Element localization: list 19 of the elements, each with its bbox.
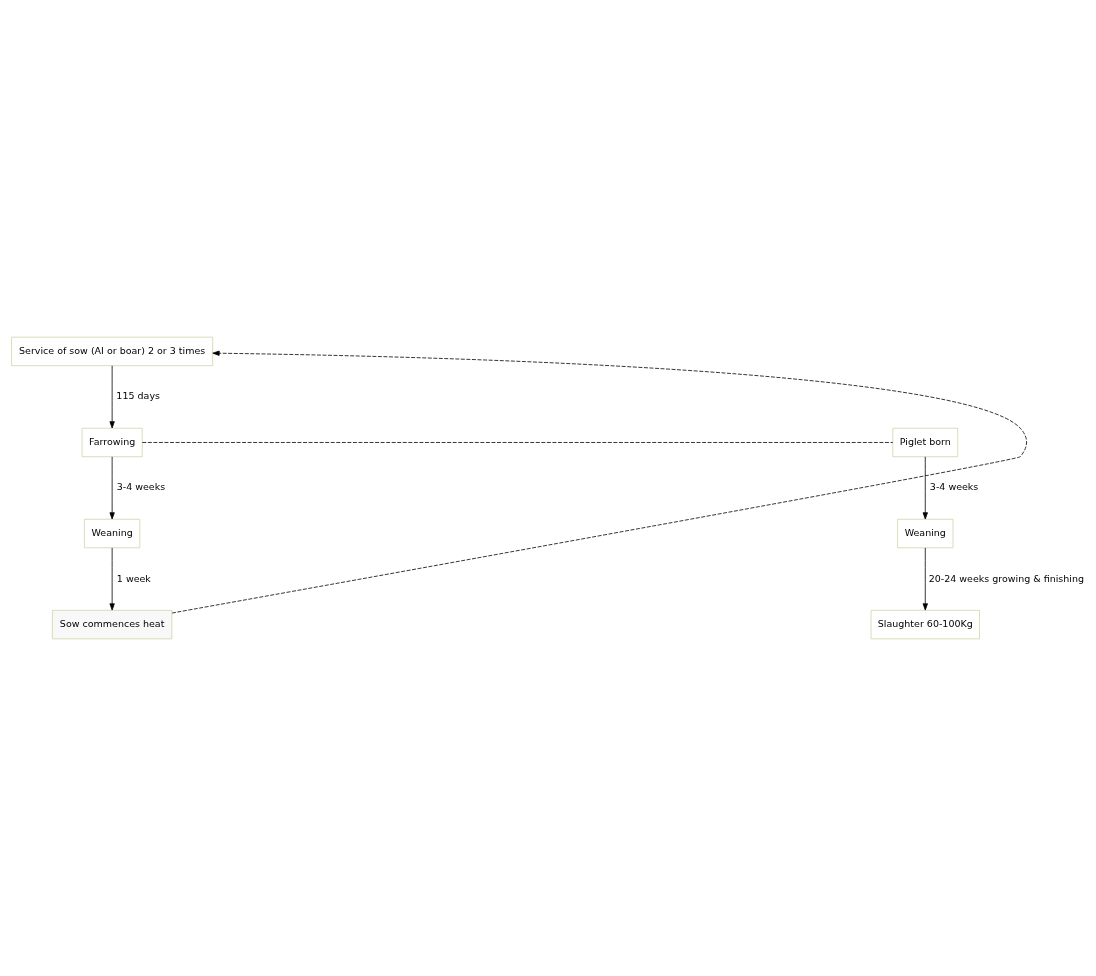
arrow	[171, 350, 1027, 614]
edge-label: 3-4 weeks	[116, 481, 166, 493]
node-box: Sow commences heat	[51, 609, 173, 640]
node-box: Service of sow (AI or boar) 2 or 3 times	[11, 336, 214, 367]
edge-label: 3-4 weeks	[929, 481, 979, 493]
edge-label: 20-24 weeks growing & finishing	[928, 572, 1085, 584]
node-box: Piglet born	[892, 427, 959, 458]
arrow	[109, 547, 115, 611]
node-box: Farrowing	[81, 427, 143, 458]
arrow	[109, 456, 115, 520]
node-box: Weaning	[897, 518, 954, 549]
connector	[141, 442, 894, 443]
node-box: Slaughter 60-100Kg	[870, 609, 980, 640]
arrow	[922, 456, 928, 520]
node-box: Weaning	[84, 518, 141, 549]
edge-label: 115 days	[116, 390, 160, 402]
edge-label: 1 week	[116, 572, 151, 584]
arrow	[109, 365, 115, 429]
arrow	[922, 547, 928, 611]
